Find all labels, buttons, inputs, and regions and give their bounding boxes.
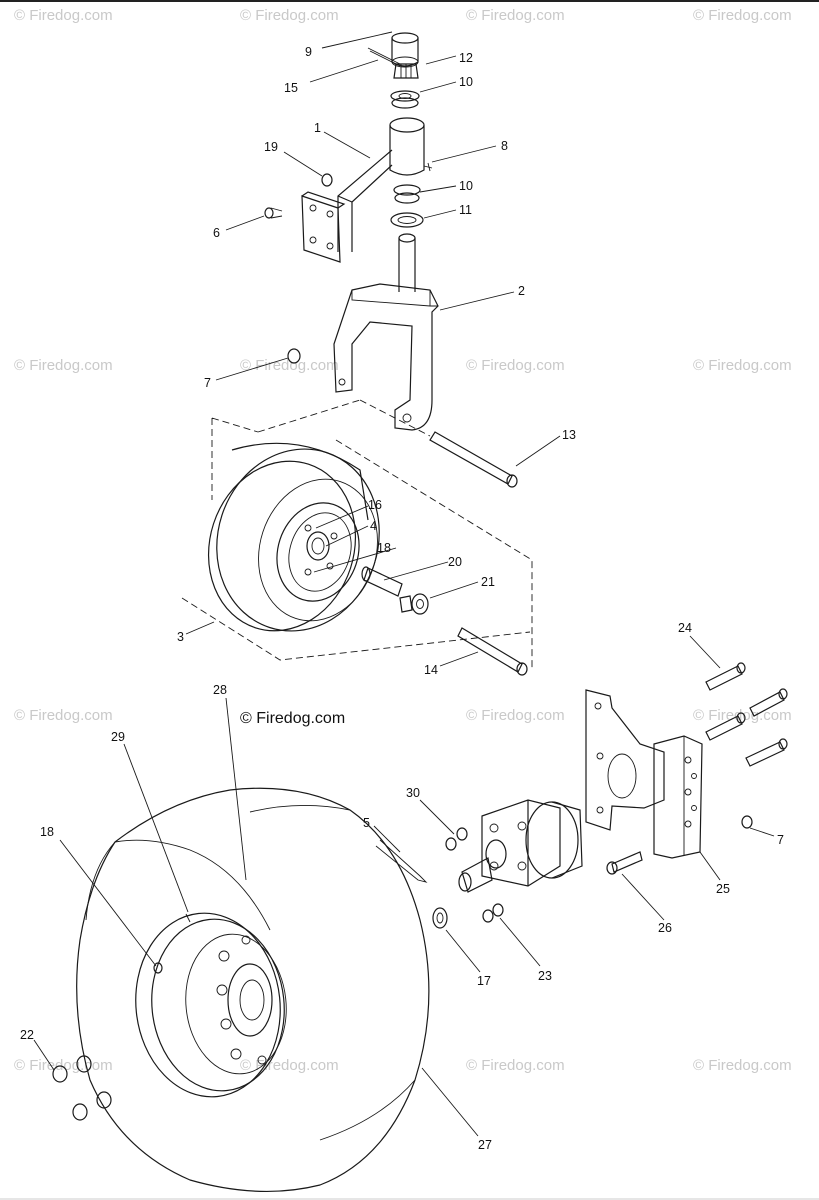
watermark: © Firedog.com <box>14 7 113 24</box>
bolt-6 <box>264 207 283 219</box>
callout-1: 1 <box>314 121 321 135</box>
callout-numbers: 9 12 15 10 1 8 19 10 6 11 2 7 13 16 4 18… <box>20 45 784 1152</box>
callout-30: 30 <box>406 786 420 800</box>
callout-14: 14 <box>424 663 438 677</box>
callout-13: 13 <box>562 428 576 442</box>
hydraulic-motor <box>458 799 583 893</box>
callout-17: 17 <box>477 974 491 988</box>
watermark: © Firedog.com <box>240 357 339 374</box>
callout-18b: 18 <box>40 825 54 839</box>
callout-3: 3 <box>177 630 184 644</box>
callout-19: 19 <box>264 140 278 154</box>
callout-24: 24 <box>678 621 692 635</box>
watermark: © Firedog.com <box>693 1057 792 1074</box>
bracket-bolts <box>705 662 788 767</box>
callout-27: 27 <box>478 1138 492 1152</box>
callout-25: 25 <box>716 882 730 896</box>
callout-6: 6 <box>213 226 220 240</box>
caster-assembly <box>181 32 533 676</box>
washer-17 <box>432 907 448 929</box>
motor-nuts <box>445 827 468 851</box>
callout-20: 20 <box>448 555 462 569</box>
callout-21: 21 <box>481 575 495 589</box>
axle-bolt-13 <box>429 431 518 488</box>
motor-bolts <box>606 851 643 875</box>
callout-26: 26 <box>658 921 672 935</box>
bearing-bottom <box>393 184 421 204</box>
watermark: © Firedog.com <box>466 707 565 724</box>
axle-bolt-14 <box>457 627 528 676</box>
callout-8: 8 <box>501 139 508 153</box>
watermark: © Firedog.com <box>240 1057 339 1074</box>
seal <box>390 212 424 228</box>
callout-10: 10 <box>459 75 473 89</box>
callout-28: 28 <box>213 683 227 697</box>
callout-29: 29 <box>111 730 125 744</box>
callout-5: 5 <box>363 816 370 830</box>
motor-bracket <box>585 689 703 859</box>
watermarks: © Firedog.com © Firedog.com © Firedog.co… <box>14 7 792 1074</box>
nuts-23 <box>482 903 504 923</box>
cotter-pin <box>367 47 401 67</box>
hidden-outline <box>181 399 533 670</box>
callout-9: 9 <box>305 45 312 59</box>
lug-nuts <box>52 1055 112 1121</box>
caster-arm <box>301 117 425 263</box>
drive-wheel-assembly <box>52 662 788 1193</box>
watermark: © Firedog.com <box>14 357 113 374</box>
watermark: © Firedog.com <box>693 7 792 24</box>
callout-12: 12 <box>459 51 473 65</box>
grease-fitting <box>423 162 433 172</box>
key-5 <box>375 839 428 883</box>
watermark: © Firedog.com <box>466 357 565 374</box>
callout-22: 22 <box>20 1028 34 1042</box>
callout-11: 11 <box>459 203 472 217</box>
callout-16: 16 <box>368 498 382 512</box>
callout-2: 2 <box>518 284 525 298</box>
nut-7 <box>287 348 301 364</box>
washer-21 <box>399 593 429 615</box>
watermark: © Firedog.com <box>693 707 792 724</box>
nut-19 <box>321 173 333 187</box>
spacer-20 <box>361 566 403 597</box>
callout-7b: 7 <box>777 833 784 847</box>
watermark: © Firedog.com <box>240 7 339 24</box>
caster-yoke <box>333 233 439 431</box>
castle-nut <box>393 63 419 79</box>
watermark: © Firedog.com <box>14 707 113 724</box>
watermark: © Firedog.com <box>14 1057 113 1074</box>
bearing-top <box>390 90 420 109</box>
watermark: © Firedog.com <box>466 1057 565 1074</box>
copyright-label: © Firedog.com <box>240 710 345 727</box>
drive-rim <box>135 912 287 1098</box>
watermark: © Firedog.com <box>466 7 565 24</box>
caster-wheel <box>207 442 380 632</box>
callout-10b: 10 <box>459 179 473 193</box>
callout-23: 23 <box>538 969 552 983</box>
callout-7: 7 <box>204 376 211 390</box>
callout-18: 18 <box>377 541 391 555</box>
callout-4: 4 <box>370 519 377 533</box>
watermark: © Firedog.com <box>693 357 792 374</box>
nut-7b <box>741 815 753 829</box>
leader-lines <box>33 31 775 1137</box>
drive-tire <box>76 787 430 1193</box>
callout-15: 15 <box>284 81 298 95</box>
